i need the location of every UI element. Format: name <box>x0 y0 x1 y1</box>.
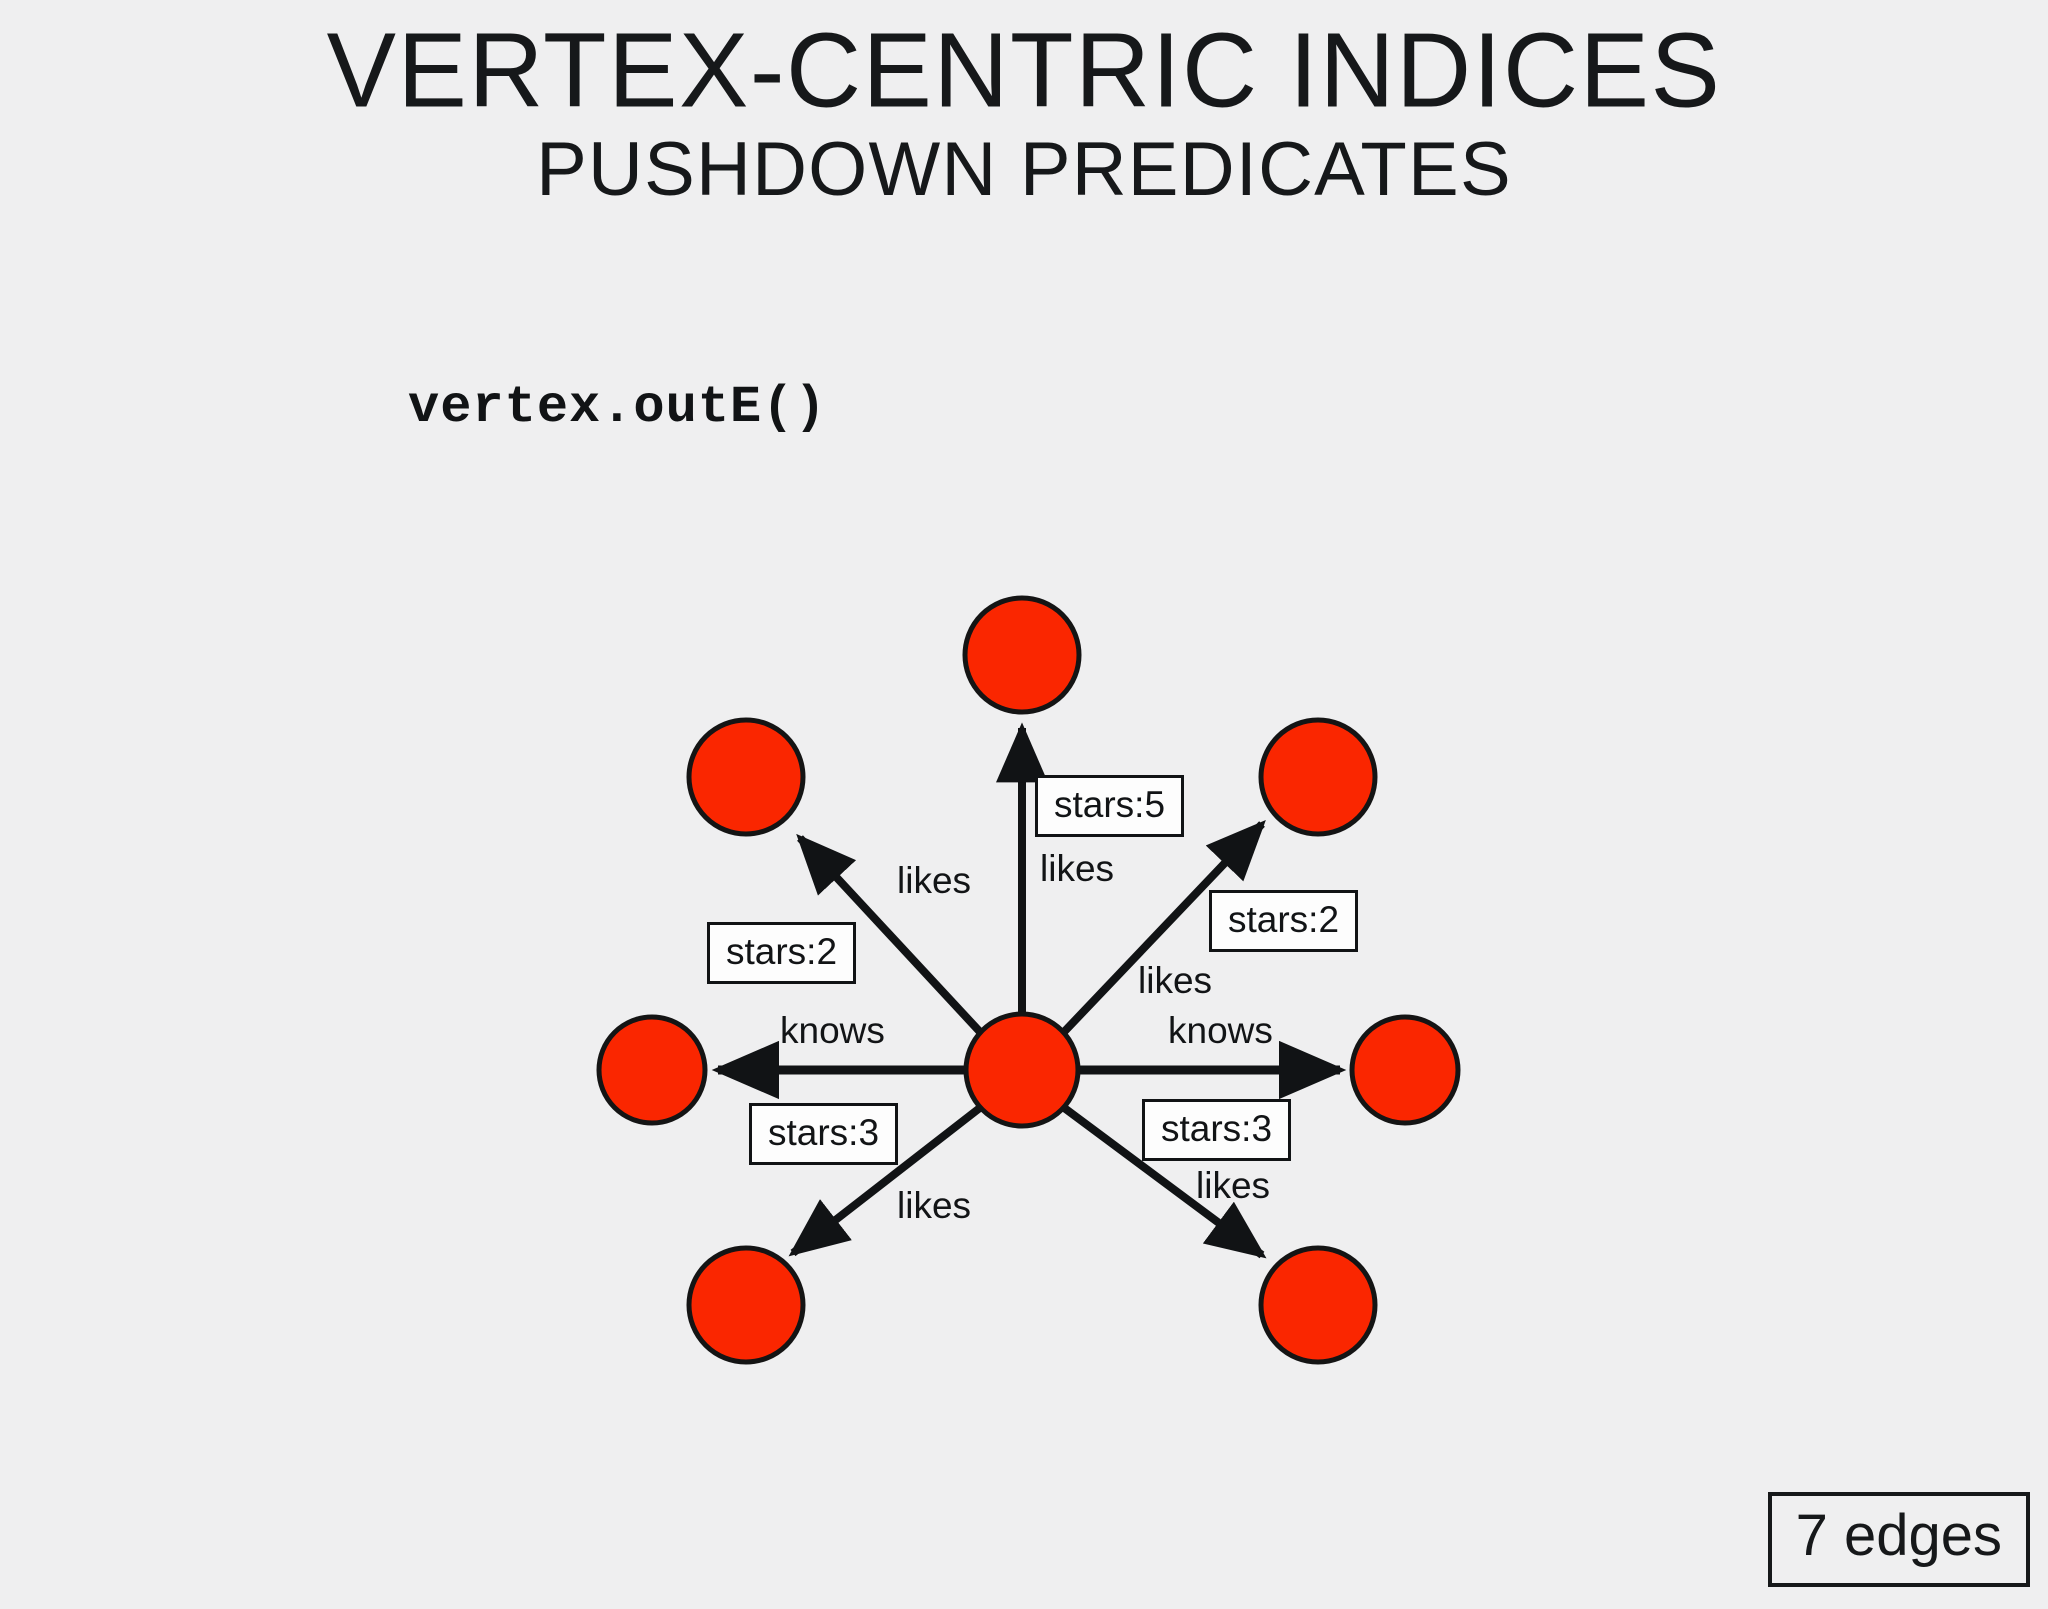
property-box-stars-up-right: stars:2 <box>1209 890 1359 953</box>
edge-label-likes-up-left: likes <box>897 860 972 901</box>
graph-node-bottom-left[interactable] <box>686 1245 806 1365</box>
edge-likes-up-right <box>1060 819 1266 1036</box>
edge-label-likes-up: likes <box>1040 848 1115 889</box>
edge-label-knows-left: knows <box>780 1010 885 1051</box>
graph-node-top[interactable] <box>962 595 1082 715</box>
page-subtitle: PUSHDOWN PREDICATES <box>536 127 1512 213</box>
edge-likes-down-right <box>1060 1103 1267 1259</box>
edge-likes-down-left <box>788 1103 984 1257</box>
edge-count-badge: 7 edges <box>1767 1492 2030 1587</box>
graph-node-right[interactable] <box>1349 1014 1461 1126</box>
edge-label-likes-up-right: likes <box>1138 960 1213 1001</box>
graph-node-left[interactable] <box>596 1014 708 1126</box>
graph-node-center[interactable] <box>963 1011 1081 1129</box>
property-box-stars-up-left: stars:2 <box>707 922 857 985</box>
page-title: VERTEX-CENTRIC INDICES <box>326 11 1722 131</box>
property-box-stars-down-right: stars:3 <box>1142 1099 1292 1162</box>
edge-label-likes-down-left: likes <box>897 1185 972 1226</box>
edge-label-likes-down-right: likes <box>1196 1165 1271 1206</box>
edges-group <box>711 722 1347 1259</box>
graph-node-top-right[interactable] <box>1258 717 1378 837</box>
property-box-stars-down-left: stars:3 <box>749 1103 899 1166</box>
graph-node-bottom-right[interactable] <box>1258 1245 1378 1365</box>
nodes-group <box>596 595 1461 1365</box>
title-block: VERTEX-CENTRIC INDICES PUSHDOWN PREDICAT… <box>0 11 2048 213</box>
edge-likes-up-left <box>796 833 984 1036</box>
edge-label-knows-right: knows <box>1168 1010 1273 1051</box>
code-snippet: vertex.outE() <box>408 378 827 437</box>
property-box-stars-up: stars:5 <box>1035 775 1185 838</box>
graph-node-top-left[interactable] <box>686 717 806 837</box>
